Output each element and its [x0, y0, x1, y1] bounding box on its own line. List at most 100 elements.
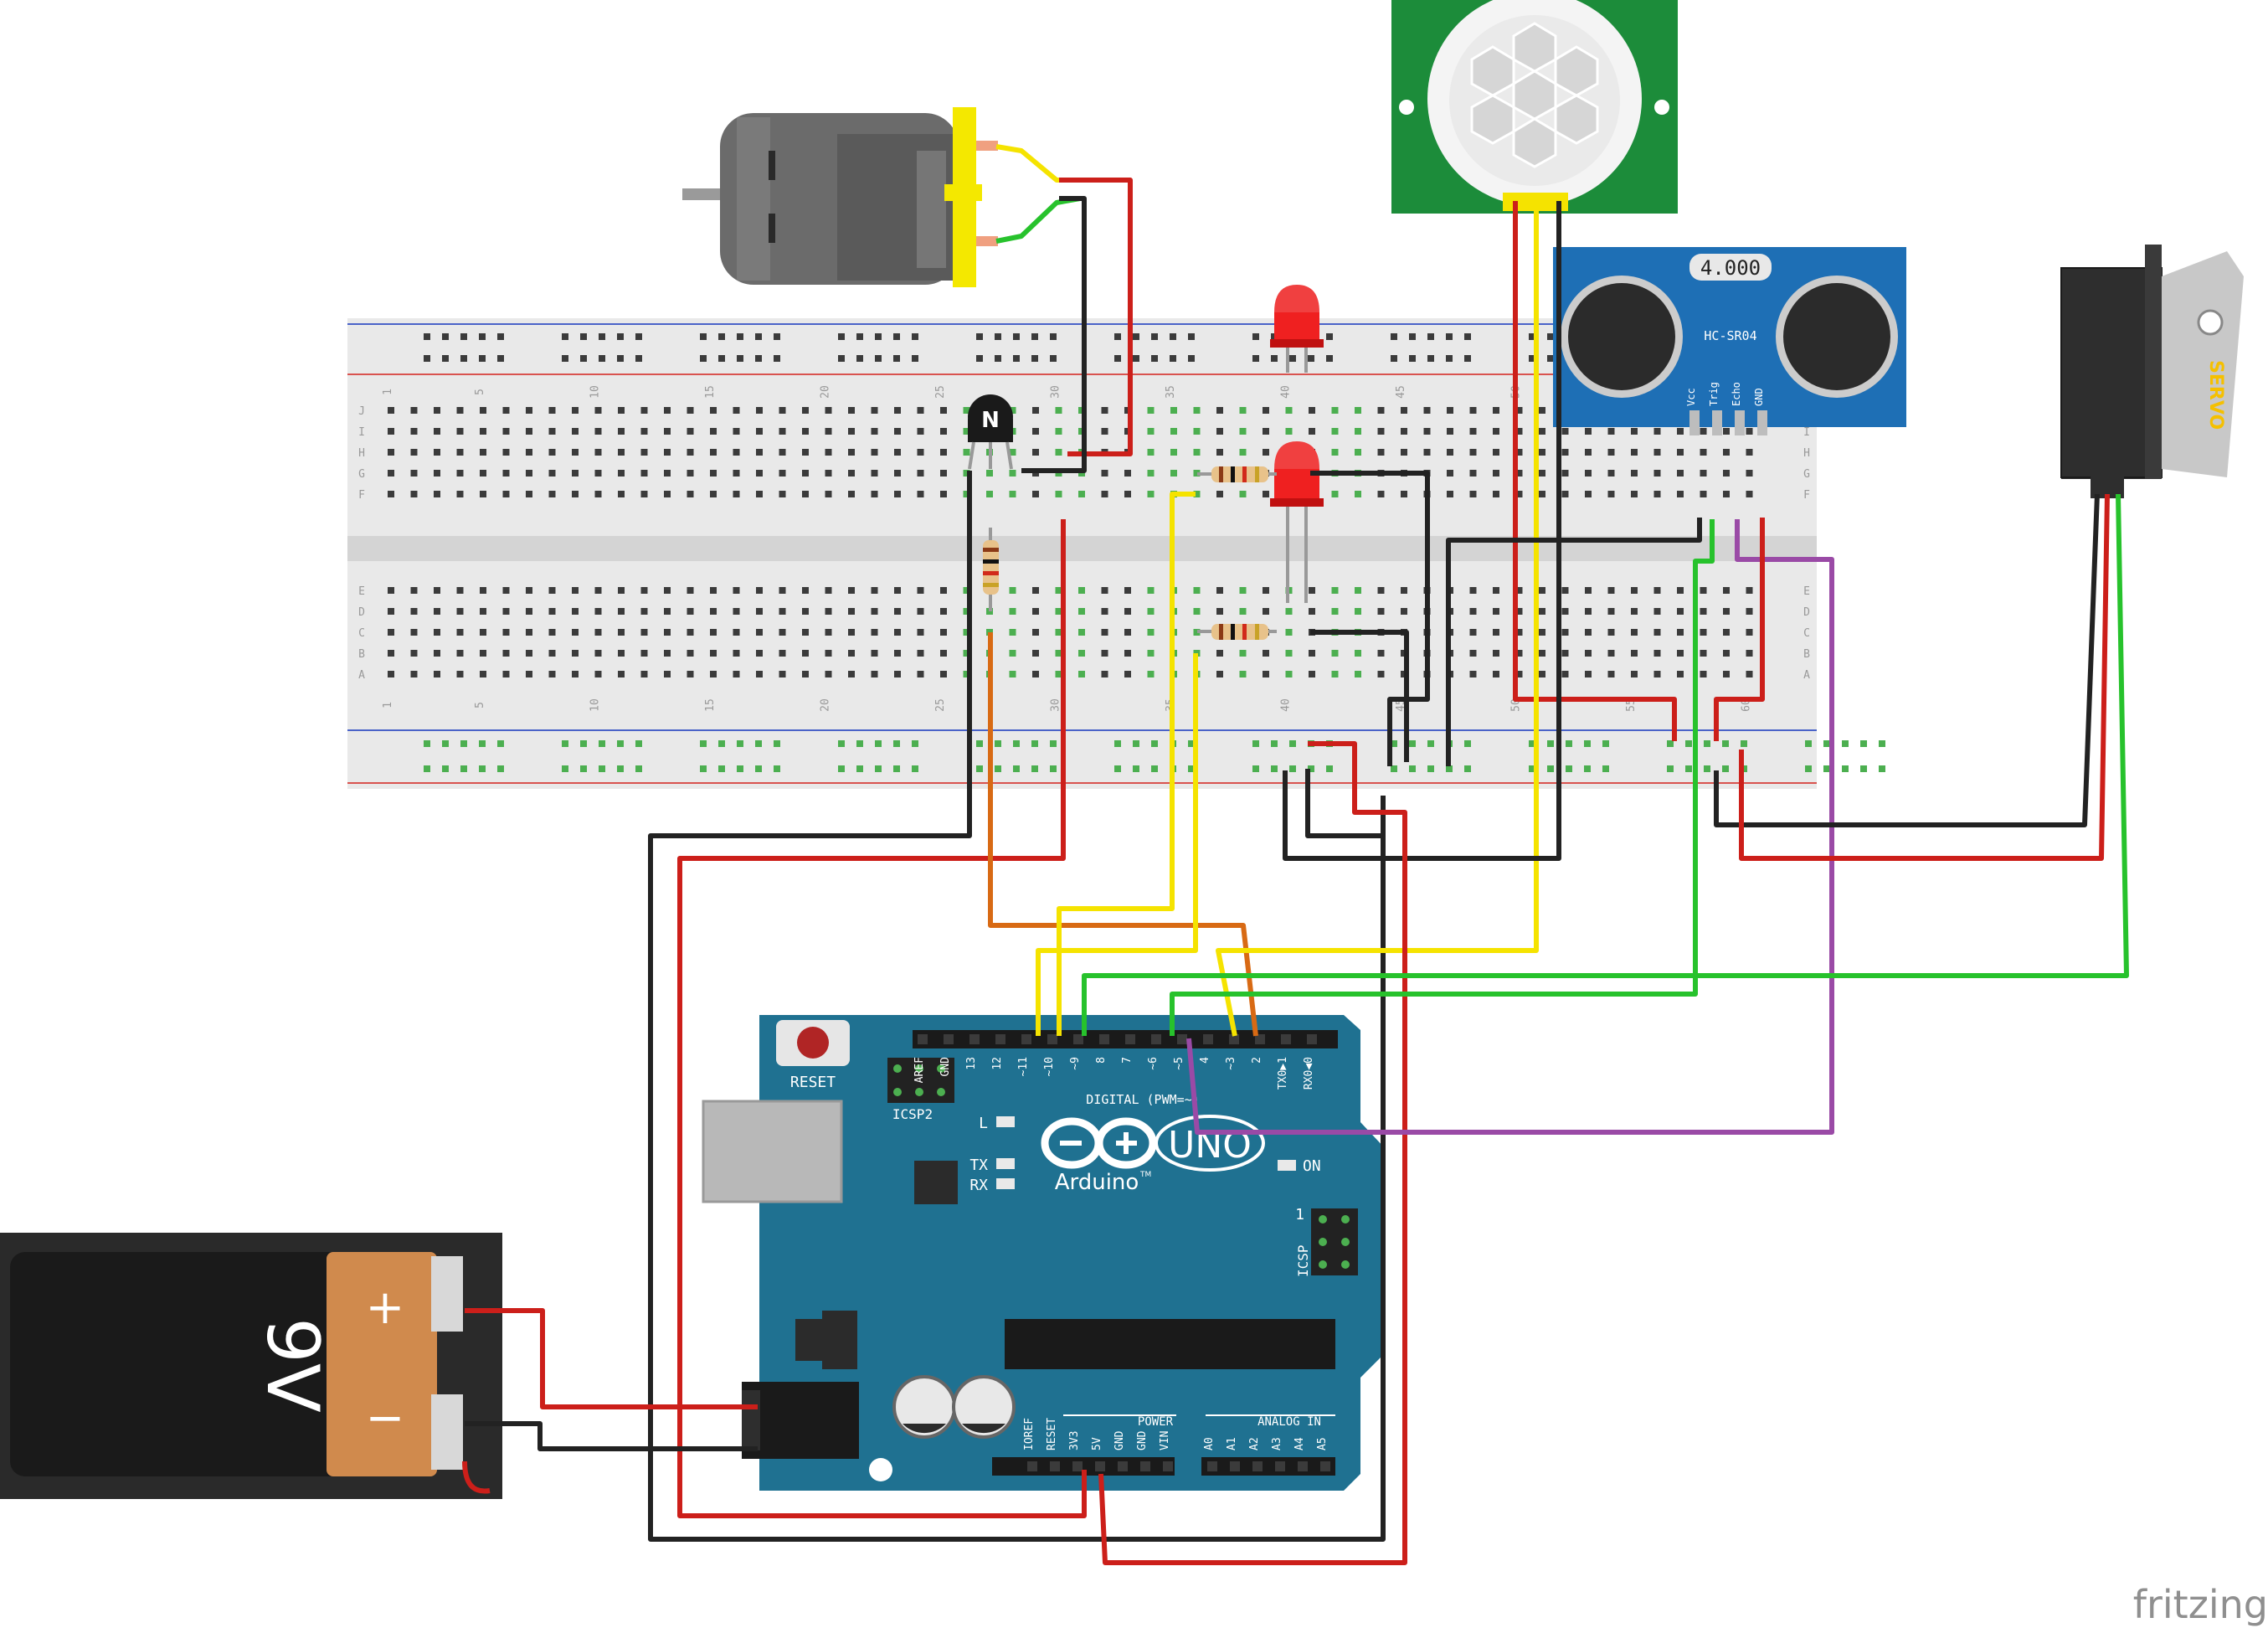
breadboard-hole [1032, 449, 1039, 456]
breadboard-hole [1631, 587, 1638, 594]
breadboard-hole [940, 428, 947, 435]
breadboard-hole [1561, 629, 1569, 636]
header-pin [1207, 1461, 1217, 1471]
breadboard-column-label: 55 [1625, 698, 1638, 712]
breadboard-hole [1515, 491, 1523, 497]
breadboard-hole [1193, 449, 1201, 456]
breadboard-hole [572, 470, 579, 477]
breadboard-rail-hole [1446, 765, 1453, 772]
breadboard-hole [526, 449, 532, 456]
digital-pin-label: 4 [1199, 1057, 1211, 1064]
analog-pin-label: A0 [1203, 1437, 1216, 1450]
breadboard-hole [1239, 407, 1247, 414]
breadboard-hole [1032, 629, 1039, 636]
breadboard-hole [548, 491, 556, 497]
breadboard-hole [640, 428, 648, 435]
breadboard-rail-hole [1667, 765, 1674, 772]
breadboard-rail-hole [1031, 333, 1038, 340]
breadboard-hole [1515, 671, 1523, 677]
breadboard-rail-hole [774, 740, 780, 747]
breadboard-rail-hole [995, 740, 1001, 747]
breadboard-hole [1515, 629, 1523, 636]
digital-pin-label: TX0▶1 [1277, 1057, 1289, 1090]
breadboard-hole [502, 428, 510, 435]
breadboard-rail-hole [838, 765, 845, 772]
header-pin [1027, 1461, 1037, 1471]
breadboard-hole [594, 629, 602, 636]
breadboard-hole [548, 587, 556, 594]
breadboard-hole [1746, 587, 1753, 594]
breadboard-hole [1193, 470, 1201, 477]
breadboard-hole [1515, 407, 1523, 414]
breadboard-hole [1009, 629, 1016, 636]
breadboard-hole [1193, 587, 1201, 594]
breadboard-hole [848, 608, 855, 615]
battery-minus-label: − [366, 1391, 405, 1445]
breadboard-hole [710, 650, 717, 657]
breadboard-hole [664, 608, 671, 615]
analog-header-label: ANALOG IN [1257, 1415, 1321, 1429]
breadboard-hole [1677, 470, 1684, 477]
breadboard-hole [1561, 671, 1569, 677]
breadboard-hole [1101, 587, 1108, 594]
breadboard-hole [410, 470, 418, 477]
breadboard-rail-hole [893, 765, 900, 772]
breadboard-hole [1309, 650, 1315, 657]
breadboard-hole [1677, 587, 1684, 594]
ultrasonic-model-label: HC-SR04 [1704, 328, 1756, 343]
breadboard-hole [779, 629, 786, 636]
header-pin [1125, 1034, 1135, 1044]
breadboard-hole [986, 491, 993, 497]
breadboard-hole [1585, 449, 1592, 456]
header-pin [1252, 1461, 1263, 1471]
servo-motor: SERVO [2060, 245, 2244, 498]
breadboard-rail-hole [912, 355, 918, 362]
breadboard-hole [1539, 449, 1545, 456]
breadboard-hole [1263, 491, 1269, 497]
breadboard-rail-hole [617, 765, 624, 772]
breadboard-rail-hole [1133, 333, 1139, 340]
breadboard-rail-hole [1823, 765, 1830, 772]
breadboard-row-label: B [1803, 648, 1810, 661]
breadboard-rail-hole [700, 765, 707, 772]
breadboard-rail-hole [1050, 740, 1057, 747]
wire-us-vcc [1714, 518, 1765, 741]
breadboard-hole [963, 608, 970, 615]
wires [462, 144, 2129, 1565]
breadboard-hole [1653, 629, 1661, 636]
breadboard-hole [1124, 491, 1131, 497]
digital-pin-label: ~3 [1225, 1057, 1237, 1070]
breadboard-hole [756, 629, 763, 636]
breadboard-rail-hole [1013, 333, 1020, 340]
breadboard-rail-hole [1685, 740, 1692, 747]
breadboard-hole [963, 629, 970, 636]
breadboard-rail-hole [442, 333, 449, 340]
breadboard-rail-hole [580, 765, 587, 772]
breadboard-hole [917, 491, 924, 497]
breadboard-hole [1055, 629, 1062, 636]
breadboard-hole [779, 470, 786, 477]
wire-servo-red [1739, 493, 2110, 861]
breadboard-hole [848, 587, 855, 594]
breadboard-rail-hole [1722, 740, 1729, 747]
on-led-label: ON [1303, 1157, 1321, 1175]
breadboard-hole [779, 608, 786, 615]
breadboard-hole [1078, 491, 1085, 497]
breadboard-hole [1193, 491, 1201, 497]
wire-us-trig [1170, 519, 1715, 1036]
breadboard-rail-hole [1823, 740, 1830, 747]
breadboard-rail-hole [1547, 740, 1554, 747]
breadboard-hole [940, 608, 947, 615]
breadboard-hole [1746, 608, 1753, 615]
breadboard-hole [1585, 608, 1592, 615]
breadboard-rail-hole [875, 333, 882, 340]
breadboard-row-label: A [358, 669, 365, 682]
breadboard-rail-hole [1114, 333, 1121, 340]
breadboard-hole [434, 587, 440, 594]
breadboard-hole [1009, 470, 1016, 477]
breadboard-hole [1331, 491, 1339, 497]
breadboard-hole [1469, 470, 1477, 477]
breadboard-hole [664, 671, 671, 677]
breadboard-rail-hole [1326, 355, 1333, 362]
breadboard-hole [480, 650, 486, 657]
